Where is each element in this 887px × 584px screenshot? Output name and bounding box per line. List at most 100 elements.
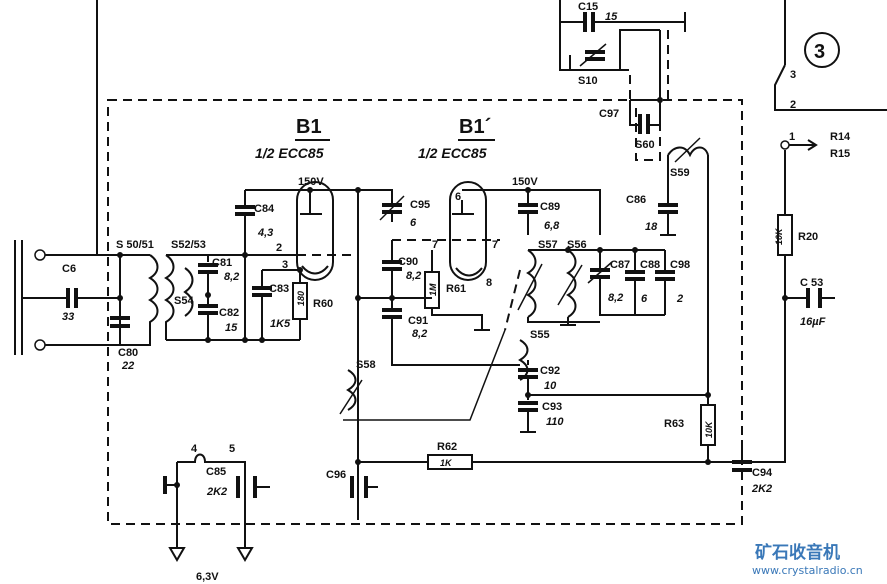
c6-value: 33 xyxy=(62,311,74,323)
watermark-url: www.crystalradio.cn xyxy=(752,564,863,577)
c85-value: 2K2 xyxy=(206,486,227,498)
capacitor-c6: C6 33 xyxy=(40,263,120,323)
c15-value: 15 xyxy=(605,11,618,23)
switch-s59: S59 xyxy=(670,167,690,179)
output-r15: R15 xyxy=(830,148,850,160)
switch-s50-51: S 50/51 xyxy=(116,239,154,251)
r63-value: 10K xyxy=(704,420,714,438)
c90-value: 8,2 xyxy=(406,270,421,282)
c91-label: C91 xyxy=(408,315,428,327)
c81-label: C81 xyxy=(212,257,232,269)
oscillator-feedback: C90 8,2 C91 8,2 xyxy=(358,239,520,366)
c82-label: C82 xyxy=(219,307,239,319)
output-circuit: 3 2 1 R14 R15 10K R20 C 53 16µF xyxy=(750,0,887,463)
tube-b1-network: C84 4,3 C83 1K5 180 R60 xyxy=(235,187,358,343)
switch-s56: S56 xyxy=(567,239,587,251)
r62-value: 1K xyxy=(440,458,453,468)
r61-value: 1M xyxy=(428,283,438,296)
c92-label: C92 xyxy=(540,365,560,377)
input-circuit: S 50/51 C80 22 xyxy=(97,239,159,372)
heater-voltage: 6,3V xyxy=(196,571,219,583)
b1p-pin-8: 8 xyxy=(486,277,492,289)
r60-value: 180 xyxy=(296,291,306,306)
r62-label: R62 xyxy=(437,441,457,453)
c84-value: 4,3 xyxy=(257,227,273,239)
c89-value: 6 xyxy=(641,293,648,305)
tube-b1-prime-type: 1/2 ECC85 xyxy=(418,145,487,161)
oscillator-anode-network: C89 6,8 xyxy=(462,187,601,235)
c83-label: C83 xyxy=(269,283,289,295)
block-number: 3 xyxy=(814,41,825,63)
r63-label: R63 xyxy=(664,418,684,430)
r60-label: R60 xyxy=(313,298,333,310)
tube-b1-prime-name: B1´ xyxy=(459,116,491,138)
c81-value: 8,2 xyxy=(224,271,239,283)
c84-label: C84 xyxy=(254,203,275,215)
c95-label: C95 xyxy=(410,199,430,211)
tube-b1-prime: 6 7 7 8 xyxy=(432,181,498,289)
capacitor-c86: C86 18 xyxy=(626,155,678,236)
c98-label: C98 xyxy=(670,259,690,271)
s60-c96: C97 S60 xyxy=(599,30,669,161)
c80-label: C80 xyxy=(118,347,138,359)
c91-value: 8,2 xyxy=(412,328,427,340)
voltage-label-1: 150V xyxy=(298,176,324,188)
c6-label: C6 xyxy=(62,263,76,275)
oscillator-tank: S57 S56 C87 8,2 C88 6 C98 2 xyxy=(504,239,690,331)
c86-value: 18 xyxy=(645,221,658,233)
tube-b1-type: 1/2 ECC85 xyxy=(255,145,324,161)
c15-label: C15 xyxy=(578,1,598,13)
shield-enclosure xyxy=(107,99,743,525)
watermark-title: 矿石收音机 xyxy=(755,542,840,563)
c92-value: 10 xyxy=(544,380,557,392)
c86-label: C86 xyxy=(626,194,646,206)
c97-label: C94 xyxy=(752,467,773,479)
top-c15-s10: C15 15 S10 xyxy=(559,0,686,100)
c97-value: 2K2 xyxy=(751,483,772,495)
c90-label: C90 xyxy=(398,256,418,268)
resistor-r61: 1M R61 xyxy=(424,250,490,331)
center-network: C95 6 xyxy=(355,187,430,420)
switch-s60: S60 xyxy=(635,139,655,151)
tube-b1-name: B1 xyxy=(296,116,322,138)
mixer-input-tank: S52/53 S54 C81 8,2 C82 15 xyxy=(164,239,300,343)
c87-label: C89 xyxy=(540,201,560,213)
c83-value: 1K5 xyxy=(270,318,291,330)
c88-label: C87 xyxy=(610,259,630,271)
tube-b1: 2 3 xyxy=(276,181,352,281)
switch-s57: S57 xyxy=(538,239,558,251)
c53-label: C 53 xyxy=(800,277,823,289)
c53-value: 16µF xyxy=(800,316,826,328)
right-column: 10K R63 S59 xyxy=(664,137,716,462)
b1-pin-2: 2 xyxy=(276,242,282,254)
capacitor-c94: C96 xyxy=(326,462,378,520)
s55-coupling: S55 C92 10 C93 110 xyxy=(518,329,708,433)
b1p-pin-7b: 7 xyxy=(492,239,498,251)
switch-s54: S54 xyxy=(174,295,194,307)
capacitor-c97: C94 2K2 xyxy=(732,440,773,495)
heater-circuit: 4 5 C85 2K2 6,3V xyxy=(163,443,270,583)
c88-value: 8,2 xyxy=(608,292,623,304)
c89-label: C88 xyxy=(640,259,660,271)
antenna-connector xyxy=(14,240,120,355)
b1p-pin-7a: 7 xyxy=(432,239,438,251)
block-number-badge: 3 xyxy=(804,32,840,68)
b1p-pin-6: 6 xyxy=(455,191,461,203)
c93-value: 110 xyxy=(546,416,564,428)
switch-pos-1: 1 xyxy=(789,131,795,143)
r20-value: 10K xyxy=(774,227,784,245)
c93-label: C93 xyxy=(542,401,562,413)
output-r14: R14 xyxy=(830,131,851,143)
c82-value: 15 xyxy=(225,322,238,334)
switch-s10: S10 xyxy=(578,75,598,87)
r20-label: R20 xyxy=(798,231,818,243)
s58-coil: S58 xyxy=(339,329,506,421)
c95-value: 6 xyxy=(410,217,417,229)
b1-pin-3: 3 xyxy=(282,259,288,271)
switch-pos-3: 3 xyxy=(790,69,796,81)
heater-pin-5: 5 xyxy=(229,443,235,455)
switch-pos-2: 2 xyxy=(790,99,796,111)
r61-label: R61 xyxy=(446,283,466,295)
c87-value: 6,8 xyxy=(544,220,560,232)
